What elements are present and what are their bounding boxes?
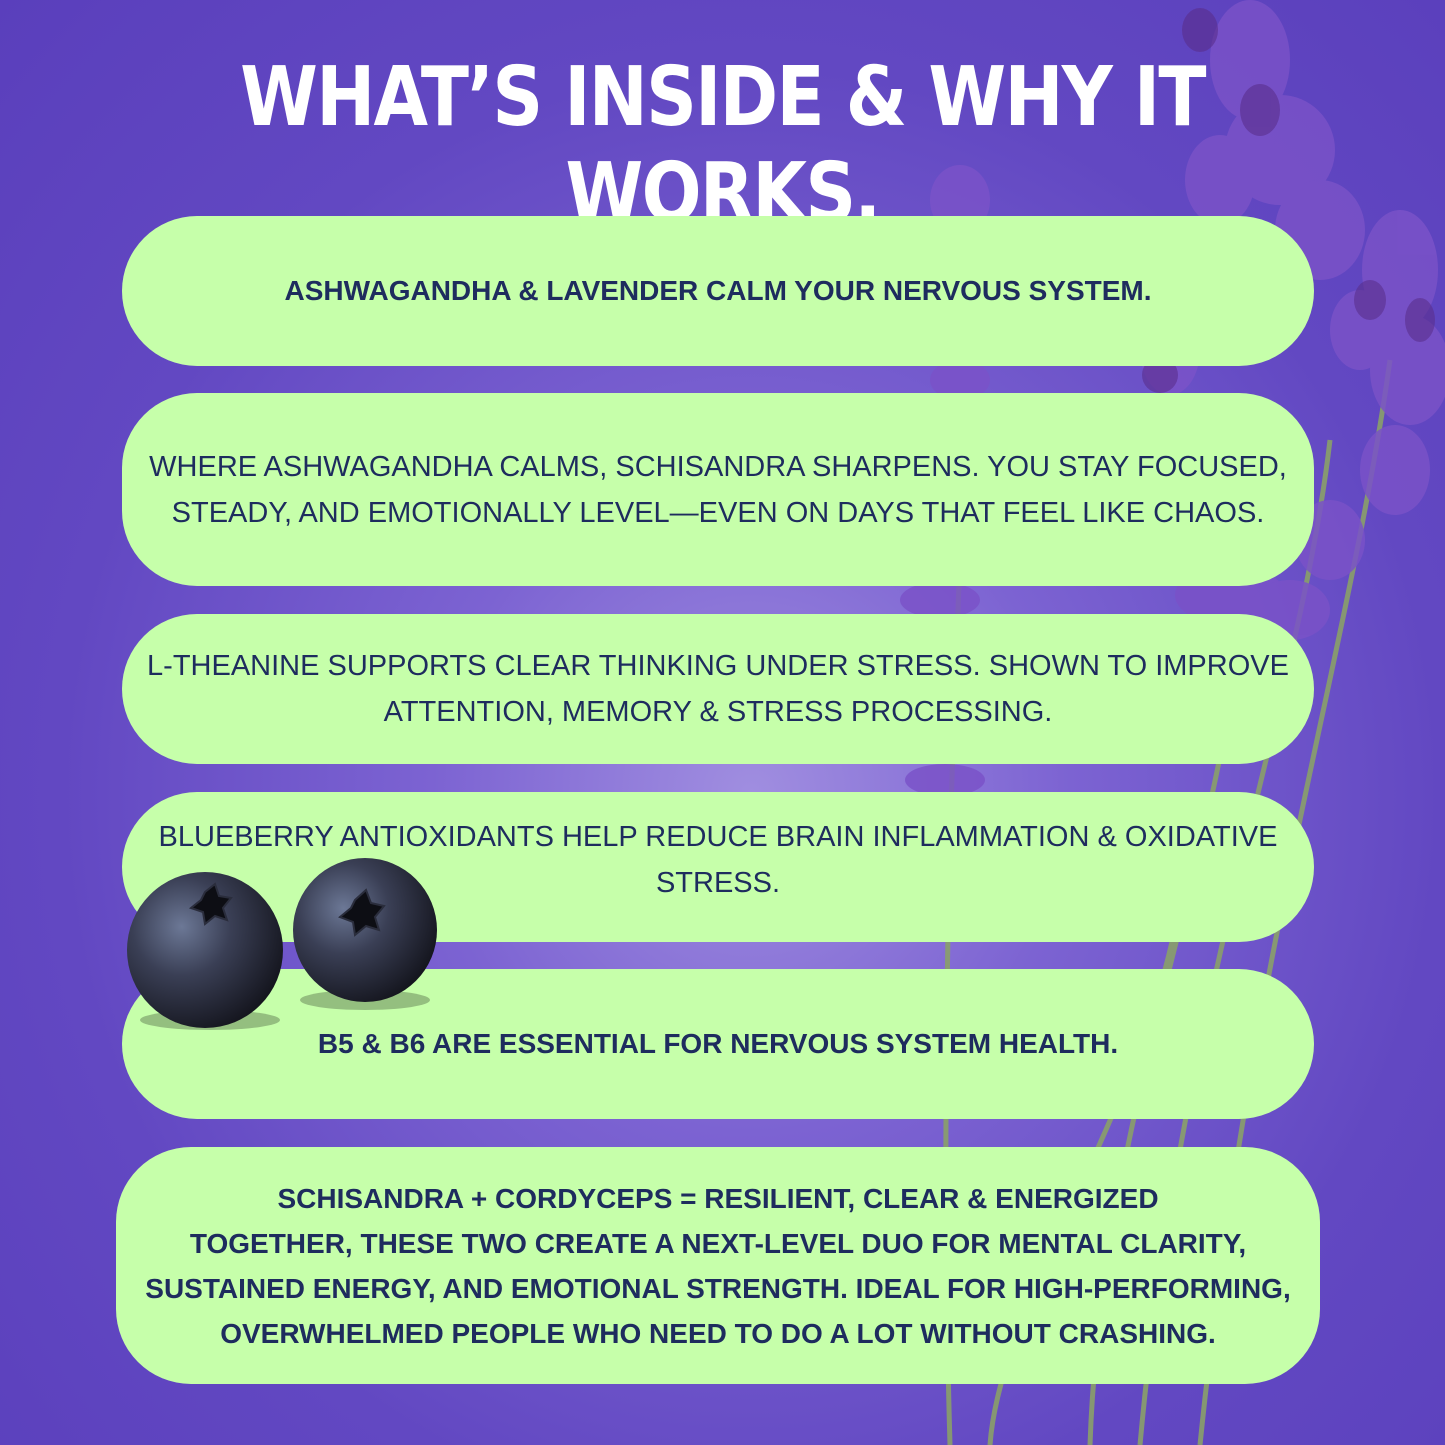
card-text: B5 & B6 ARE ESSENTIAL FOR NERVOUS SYSTEM… [317, 1028, 1119, 1059]
card-text: BLUEBERRY ANTIOXIDANTS HELP REDUCE BRAIN… [158, 821, 1278, 899]
card-text: WHERE ASHWAGANDHA CALMS, SCHISANDRA SHAR… [149, 450, 1287, 529]
card-text: TOGETHER, THESE TWO CREATE A NEXT-LEVEL … [145, 1227, 1291, 1349]
card-text: L-THEANINE SUPPORTS CLEAR THINKING UNDER… [147, 650, 1289, 728]
ingredient-card-schisandra-cordyceps: SCHISANDRA + CORDYCEPS = RESILIENT, CLEA… [116, 1147, 1320, 1384]
blueberries-image [127, 858, 437, 1030]
card-text: ASHWAGANDHA & LAVENDER CALM YOUR NERVOUS… [284, 275, 1152, 306]
ingredient-card-l-theanine: L-THEANINE SUPPORTS CLEAR THINKING UNDER… [122, 614, 1314, 764]
page-title: WHAT’S INSIDE & WHY IT WORKS. [240, 50, 1206, 241]
ingredient-card-ashwagandha-lavender: ASHWAGANDHA & LAVENDER CALM YOUR NERVOUS… [122, 216, 1314, 366]
card-heading: SCHISANDRA + CORDYCEPS = RESILIENT, CLEA… [277, 1182, 1159, 1214]
ingredient-card-schisandra: WHERE ASHWAGANDHA CALMS, SCHISANDRA SHAR… [122, 393, 1314, 586]
ingredient-card-b5-b6: B5 & B6 ARE ESSENTIAL FOR NERVOUS SYSTEM… [122, 969, 1314, 1119]
